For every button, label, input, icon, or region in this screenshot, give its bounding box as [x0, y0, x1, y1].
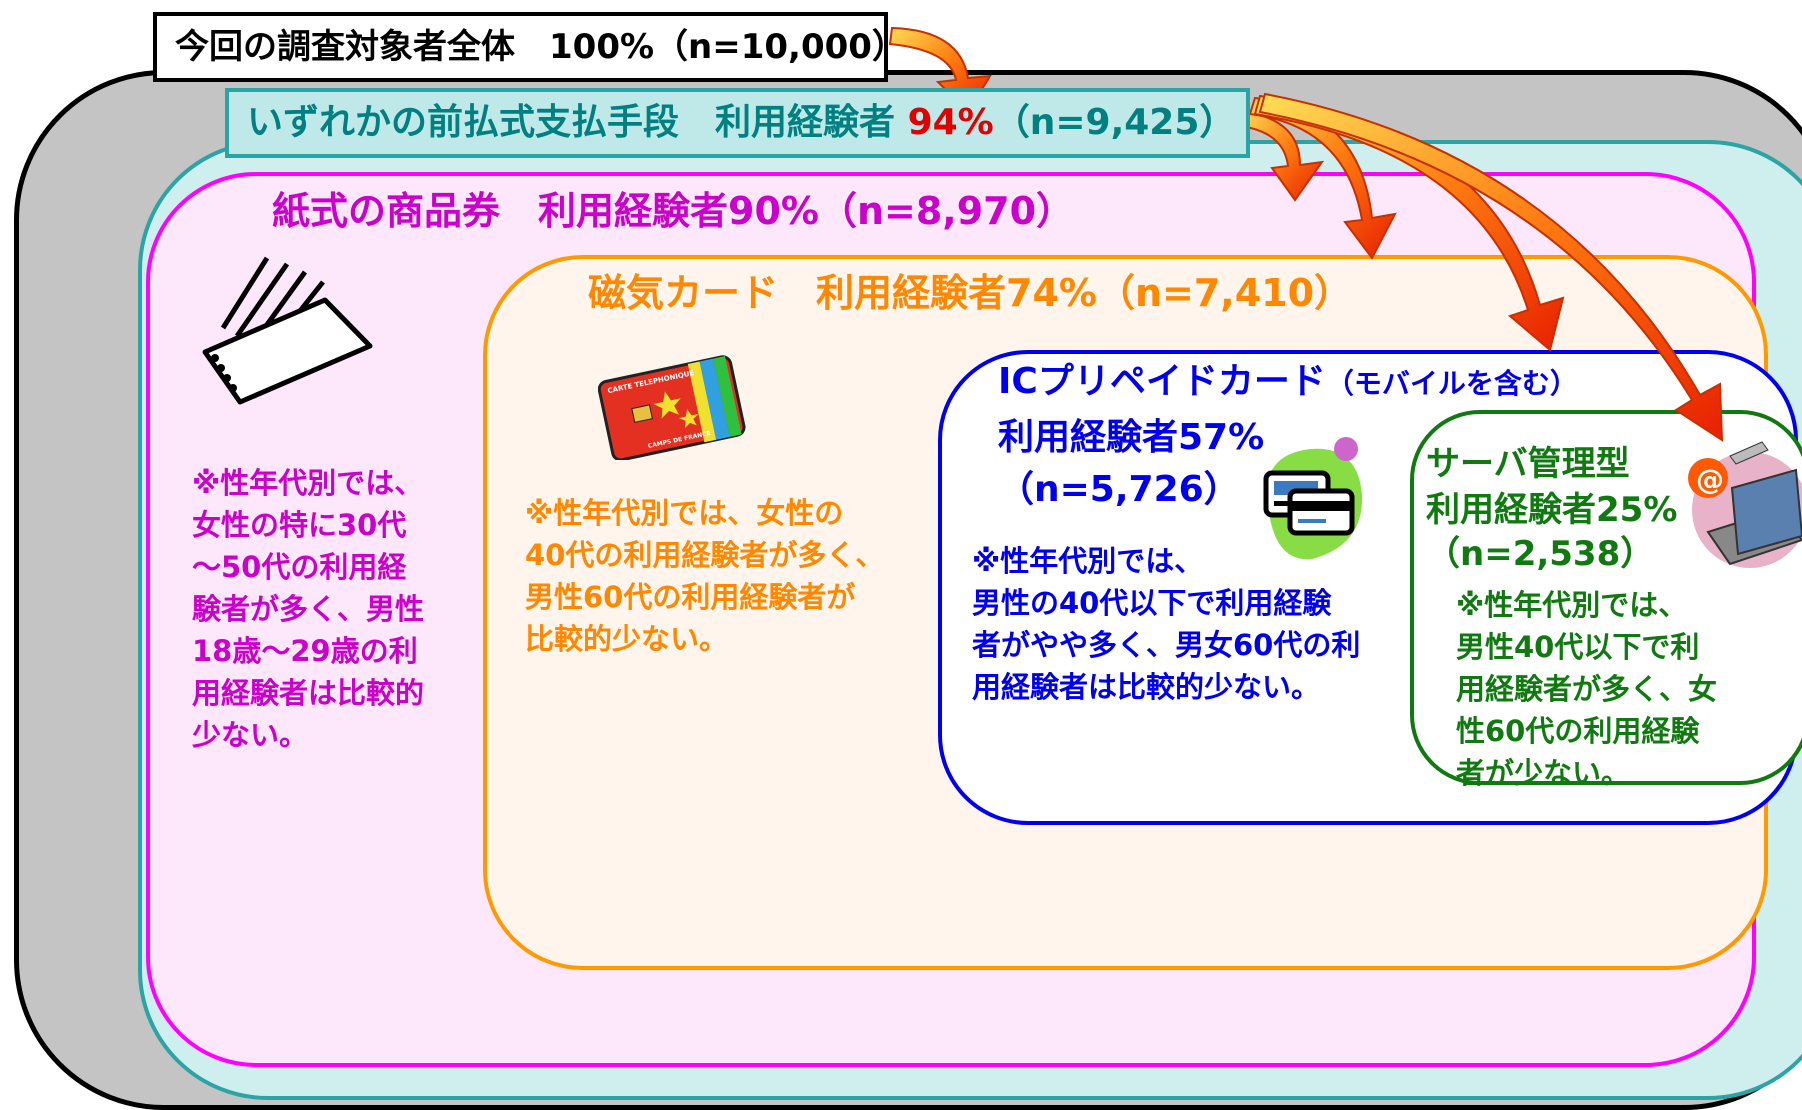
- ic-label: ICプリペイドカード（モバイルを含む）: [998, 361, 1578, 402]
- overall-label: 今回の調査対象者全体 100%（n=10,000）: [153, 12, 906, 82]
- ic-note: ※性年代別では、男性の40代以下で利用経験 者がやや多く、男女60代の利用経験者…: [972, 544, 1361, 704]
- server-percent: 利用経験者25%: [1426, 490, 1678, 530]
- magnetic-label: 磁気カード 利用経験者74%（n=7,410）: [588, 271, 1353, 315]
- prepaid-percent: 94%: [907, 102, 994, 143]
- voucher-booklet-icon: [202, 256, 373, 405]
- laptop-at-icon: @: [1688, 441, 1802, 568]
- arrow-to-server: [1258, 92, 1724, 442]
- server-label: サーバ管理型: [1426, 444, 1630, 484]
- prepaid-label: いずれかの前払式支払手段 利用経験者 94%（n=9,425）: [225, 88, 1250, 158]
- ic-n: （n=5,726）: [998, 469, 1240, 510]
- ic-percent: 利用経験者57%: [998, 417, 1265, 458]
- prepaid-card-icon: [1263, 437, 1363, 560]
- server-note: ※性年代別では、男性40代以下で利 用経験者が多く、女性60代の利用経験 者が少…: [1456, 588, 1718, 790]
- server-n: （n=2,538）: [1426, 534, 1655, 574]
- paper-label: 紙式の商品券 利用経験者90%（n=8,970）: [272, 189, 1075, 233]
- telephone-card-icon: CARTE TELEPHONIQUE CAMPS DE FRANCE: [598, 355, 746, 460]
- arrow-to-paper: [1238, 110, 1325, 202]
- svg-text:@: @: [1696, 463, 1724, 496]
